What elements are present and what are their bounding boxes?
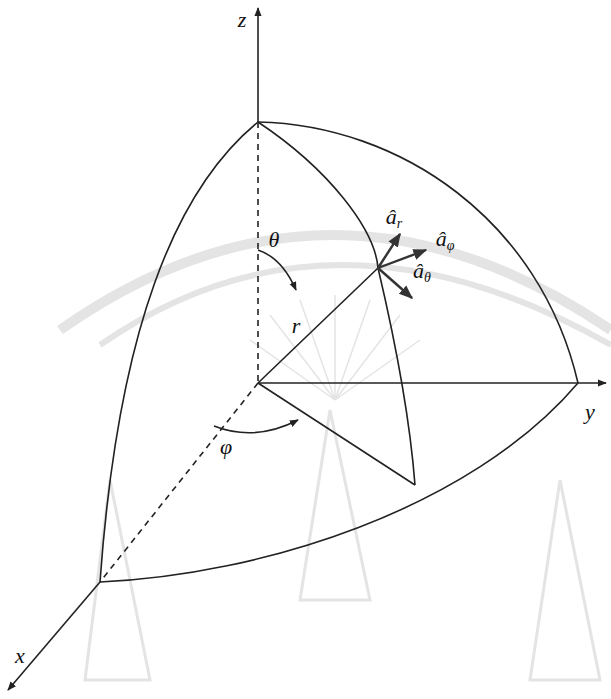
radius-line (258, 268, 378, 383)
unit-vector-label: âθ (413, 260, 431, 285)
y-axis (258, 382, 606, 384)
watermark-tower (530, 480, 600, 680)
unit-vector-label: âφ (436, 228, 455, 253)
angle-label: θ (269, 229, 280, 251)
unit-vector-label: âr (386, 206, 402, 231)
z-axis-hidden (257, 122, 259, 383)
axis-label: y (585, 401, 595, 423)
sphere-arc-xy (100, 383, 578, 582)
x-axis (8, 582, 100, 690)
meridian (258, 122, 415, 485)
axis-label: z (238, 9, 247, 31)
sphere-arc-xz (100, 122, 258, 582)
watermark (60, 235, 611, 680)
unit-vector-theta (378, 268, 412, 298)
axis-label: x (15, 645, 25, 667)
angle-label: φ (220, 436, 232, 458)
phi-angle-arc (214, 420, 298, 433)
radius-label: r (292, 315, 301, 337)
watermark-tower (300, 410, 370, 600)
projection-line (258, 383, 415, 485)
x-axis-hidden (100, 383, 258, 582)
watermark-tower (85, 480, 150, 680)
sphere-arc-yz (258, 122, 578, 383)
theta-angle-arc (258, 250, 296, 290)
z-axis (257, 8, 259, 122)
